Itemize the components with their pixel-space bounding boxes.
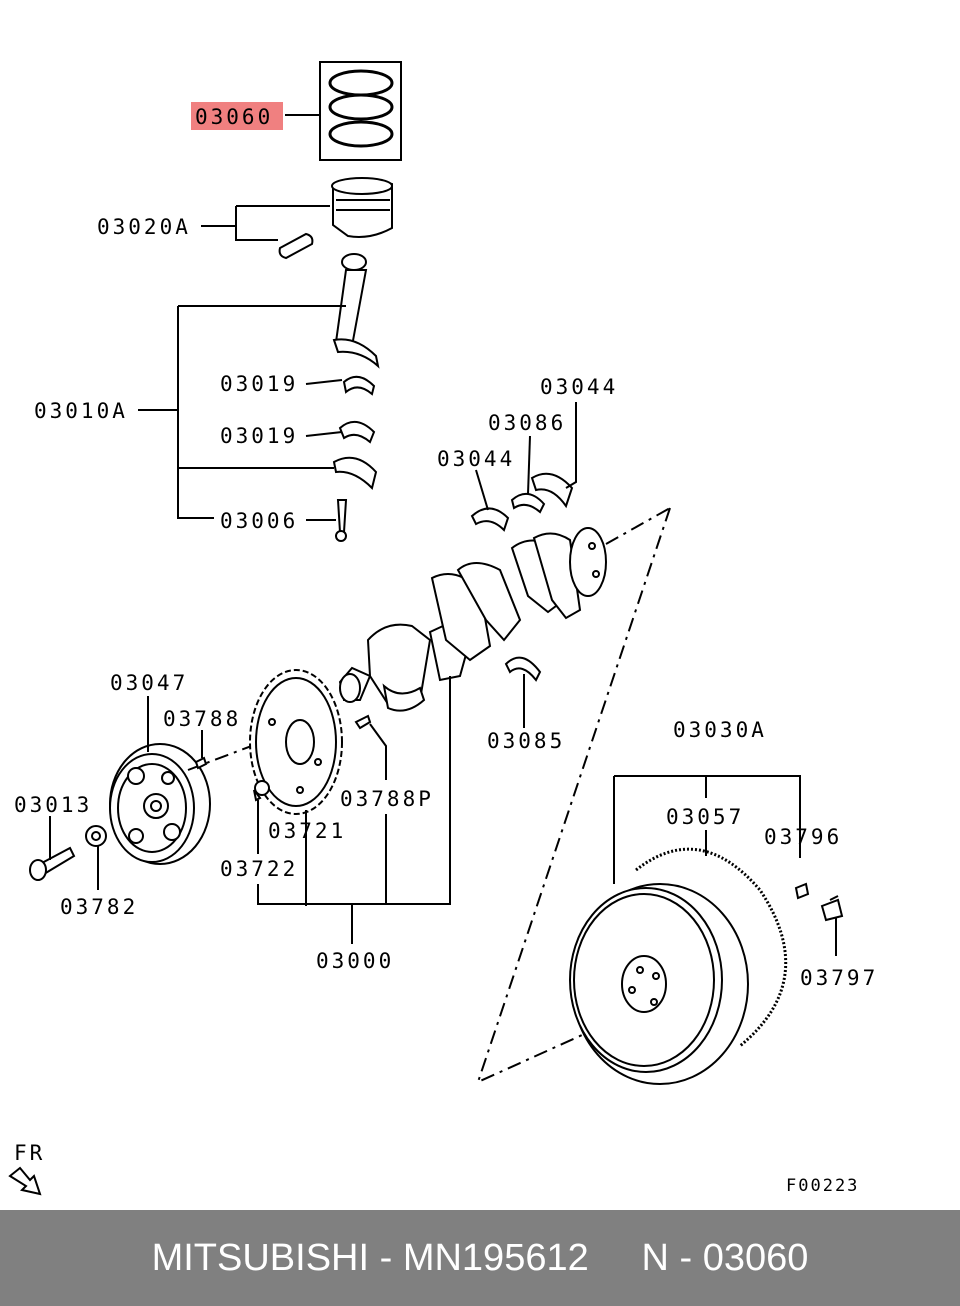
front-arrow-icon	[8, 1166, 42, 1196]
label-03000[interactable]: 03000	[316, 949, 394, 973]
label-03722[interactable]: 03722	[220, 857, 298, 881]
label-03797[interactable]: 03797	[800, 966, 878, 990]
pin-03796	[794, 882, 810, 900]
label-03057[interactable]: 03057	[666, 805, 744, 829]
label-03006[interactable]: 03006	[220, 509, 298, 533]
piston	[278, 177, 393, 260]
label-03013[interactable]: 03013	[14, 793, 92, 817]
key-03788P	[354, 714, 372, 730]
ring-gear	[635, 847, 788, 1048]
key-03788	[194, 756, 208, 770]
thrust-bearings	[470, 472, 574, 682]
sensor-plate	[249, 669, 343, 815]
parts-diagram: 03060 03020A 03010A 03019 03019 03006 03…	[8, 61, 878, 1196]
label-03019-upper[interactable]: 03019	[220, 372, 298, 396]
label-03796[interactable]: 03796	[764, 825, 842, 849]
pulley-bolt	[29, 825, 107, 881]
label-03030A[interactable]: 03030A	[673, 718, 767, 742]
label-fr: FR	[14, 1141, 45, 1165]
footer-bar: MITSUBISHI - MN195612 N - 03060	[0, 1210, 960, 1306]
label-03788[interactable]: 03788	[163, 707, 241, 731]
label-03010A[interactable]: 03010A	[34, 399, 128, 423]
label-03085[interactable]: 03085	[487, 729, 565, 753]
flywheel	[569, 883, 749, 1085]
label-03044-a[interactable]: 03044	[540, 375, 618, 399]
label-03047[interactable]: 03047	[110, 671, 188, 695]
figure-code: F00223	[786, 1176, 859, 1196]
label-03086[interactable]: 03086	[488, 411, 566, 435]
flywheel-bolt	[820, 895, 844, 922]
label-03782[interactable]: 03782	[60, 895, 138, 919]
plate-bolt	[253, 780, 270, 802]
connecting-rod	[332, 253, 380, 542]
label-03020A[interactable]: 03020A	[97, 215, 191, 239]
label-03788P[interactable]: 03788P	[340, 787, 434, 811]
label-03060[interactable]: 03060	[195, 105, 273, 129]
crankshaft	[338, 527, 607, 712]
label-03044-b[interactable]: 03044	[437, 447, 515, 471]
label-03019-lower[interactable]: 03019	[220, 424, 298, 448]
damper-pulley	[109, 743, 211, 865]
label-03721[interactable]: 03721	[268, 819, 346, 843]
highlight-box	[191, 102, 283, 130]
footer-text: MITSUBISHI - MN195612 N - 03060	[151, 1236, 809, 1279]
piston-ring-set	[285, 61, 402, 161]
